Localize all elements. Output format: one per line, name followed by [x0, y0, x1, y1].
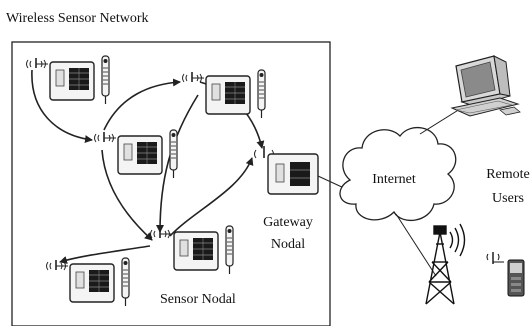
antenna-signal-icon: [449, 223, 466, 257]
link-n1-n3: [31, 69, 93, 144]
internet-label: Internet: [372, 172, 416, 187]
phone-antenna-icon: [486, 252, 504, 264]
sensor-node-icon: [93, 129, 178, 179]
link-n2-n5: [156, 94, 199, 233]
remote-users-label-line2: Users: [492, 191, 524, 206]
link-n5-n4: [59, 245, 151, 264]
sensor-node-icon: [149, 225, 234, 275]
remote-users-label-line1: Remote: [486, 167, 530, 182]
link-n5-gateway: [169, 157, 254, 237]
gateway-label-line2: Nodal: [271, 237, 305, 252]
radio-tower-icon: [425, 225, 455, 305]
gateway-internet-link: [317, 175, 345, 189]
sensor-node-icon: [25, 55, 110, 105]
phone-icon: [507, 259, 525, 297]
computer-icon: [450, 55, 521, 117]
sensor-node-icon: [45, 257, 130, 307]
sensor-node-icon: [181, 69, 266, 119]
link-n3-n5: [101, 149, 153, 241]
gateway-node-icon: [254, 146, 319, 195]
internet-cloud-icon: [339, 126, 457, 222]
wsn-region-border: [11, 41, 331, 326]
sensor-nodal-label: Sensor Nodal: [160, 292, 236, 307]
link-n3-n2: [103, 78, 181, 131]
diagram-title: Wireless Sensor Network: [6, 11, 149, 26]
internet-tower-link: [395, 213, 437, 277]
gateway-label-line1: Gateway: [263, 215, 313, 230]
